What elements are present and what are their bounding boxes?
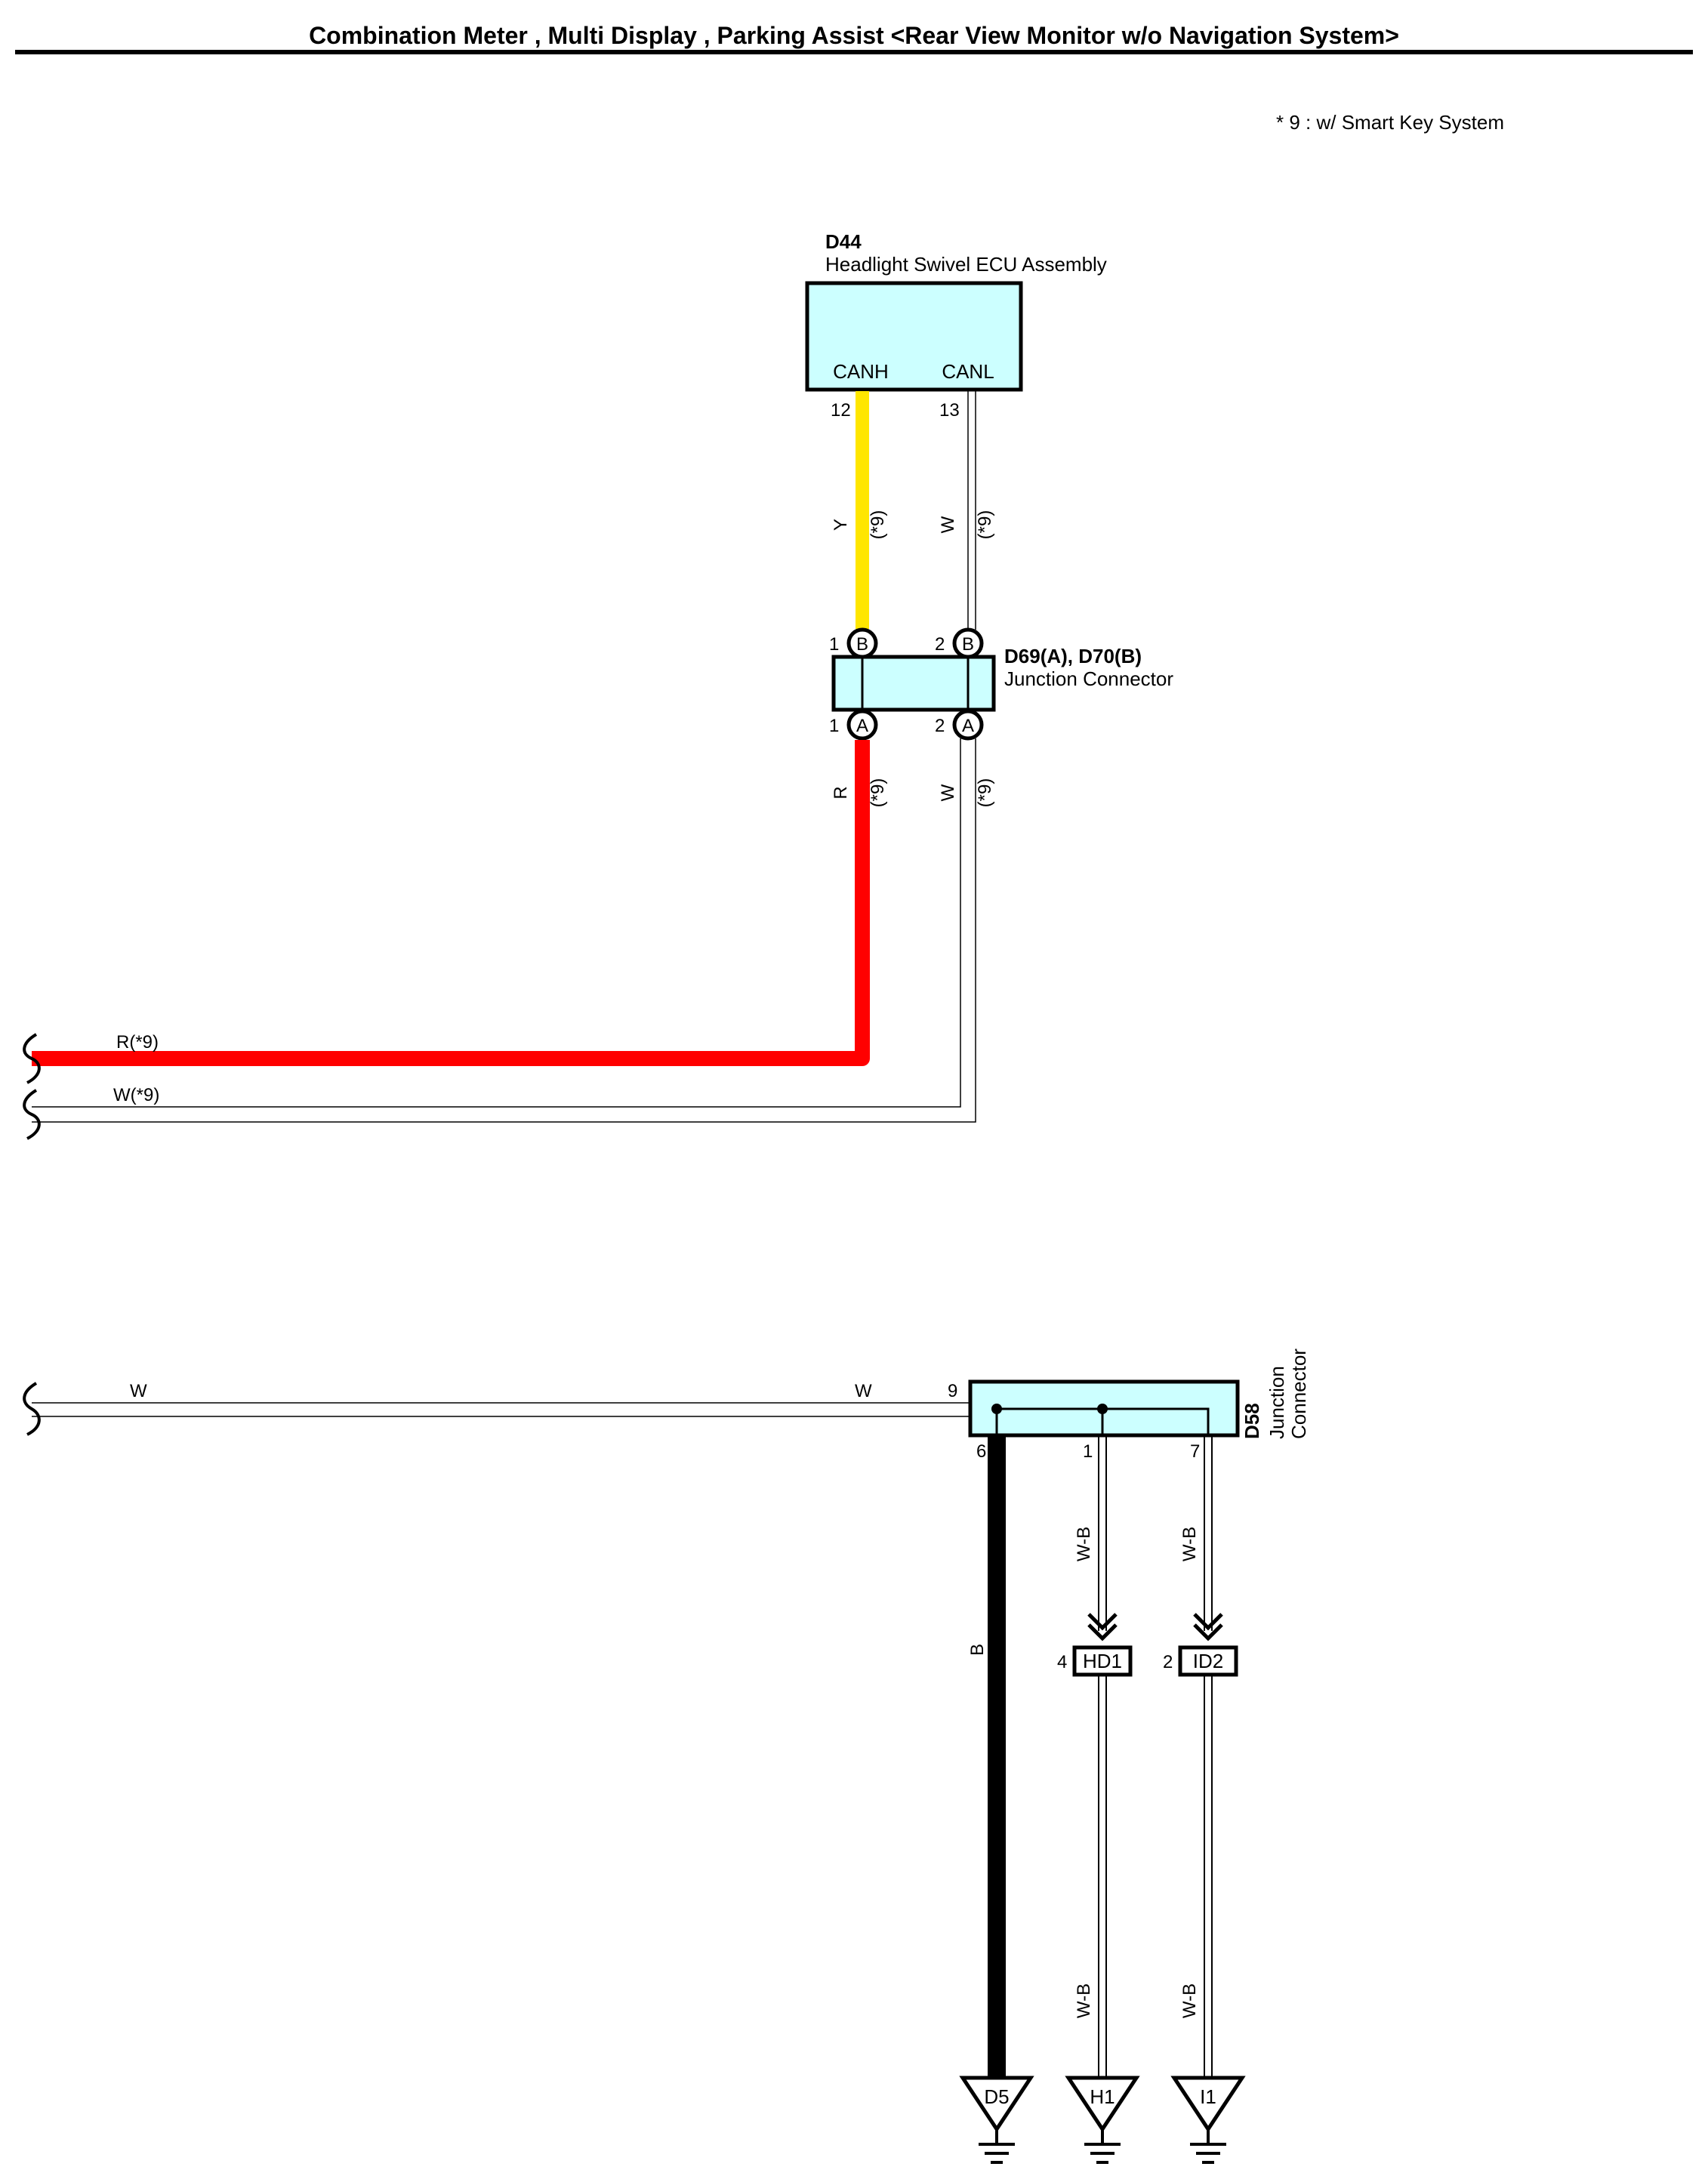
- wire-note-w-bottom: (*9): [975, 778, 995, 808]
- wire-label-wb-hd-bottom: W-B: [1074, 1983, 1094, 2018]
- page-title: Combination Meter , Multi Display , Park…: [309, 22, 1399, 49]
- d44-pin-num-13: 13: [939, 400, 960, 421]
- junction1-code: D69(A), D70(B): [1004, 645, 1142, 667]
- junction1-name: Junction Connector: [1004, 667, 1173, 690]
- ground-i1-triangle: [1170, 2076, 1246, 2133]
- wire-break-r: [23, 1033, 41, 1084]
- title-underline: [15, 50, 1693, 54]
- id2-pin-num: 2: [1163, 1652, 1173, 1672]
- note-smart-key: * 9 : w/ Smart Key System: [1276, 111, 1504, 134]
- d58-splice-2: [1097, 1404, 1108, 1414]
- wire-note-r: (*9): [868, 778, 888, 808]
- d58-pin-num-7: 7: [1190, 1441, 1200, 1462]
- ground-h1-triangle: [1065, 2076, 1140, 2133]
- junction1-letter-b1: B: [856, 634, 868, 655]
- wire-r: [32, 740, 870, 1066]
- junction1-box: [831, 655, 996, 712]
- junction1-pin-num-bottom-1: 1: [829, 716, 839, 736]
- wire-b: [988, 1435, 1006, 2079]
- d58-splice-1: [991, 1404, 1002, 1414]
- chevron-hd-1: [1087, 1613, 1118, 1631]
- d44-ecu-box: [805, 281, 1023, 392]
- id2-label: ID2: [1193, 1650, 1223, 1672]
- wire-label-w-horizontal: W(*9): [113, 1085, 159, 1105]
- hd1-pin-num: 4: [1057, 1652, 1067, 1672]
- junction1-letter-a1: A: [856, 716, 868, 736]
- d44-pin-canl: CANL: [942, 360, 994, 383]
- wire-label-w-d58-left: W: [130, 1381, 147, 1401]
- d58-name-line1: Junction: [1266, 1366, 1288, 1439]
- wire-label-w-top: W: [938, 516, 958, 533]
- d44-code: D44: [825, 230, 862, 253]
- wire-w-lower: [32, 738, 961, 1108]
- hd1-label: HD1: [1083, 1650, 1122, 1672]
- wire-note-y: (*9): [868, 510, 888, 540]
- d58-pin-num-9: 9: [948, 1381, 957, 1401]
- ground-h1-label: H1: [1090, 2085, 1115, 2108]
- wire-y-canh: [856, 391, 869, 629]
- chevron-id-2: [1193, 1623, 1223, 1641]
- d58-name-line2: Connector: [1287, 1348, 1310, 1439]
- wire-break-w-d58: [23, 1382, 41, 1436]
- wire-label-y: Y: [831, 519, 851, 531]
- chevron-id-1: [1193, 1613, 1223, 1631]
- wire-w-lower-edge: [32, 738, 976, 1123]
- junction1-pin-num-top-1: 1: [829, 634, 839, 655]
- junction1-pin-a2: [952, 709, 984, 741]
- wire-break-w: [23, 1089, 41, 1140]
- d58-pin-num-1: 1: [1083, 1441, 1093, 1462]
- junction1-pin-a1: [846, 709, 878, 741]
- junction1-pin-num-top-2: 2: [935, 634, 945, 655]
- wire-label-r: R: [831, 786, 851, 799]
- d58-code: D58: [1241, 1403, 1263, 1439]
- wire-label-wb-hd-top: W-B: [1074, 1527, 1094, 1561]
- d44-pin-num-12: 12: [831, 400, 851, 421]
- d44-pin-canh: CANH: [833, 360, 889, 383]
- ground-d5-triangle: [959, 2076, 1034, 2133]
- chevron-hd-2: [1087, 1623, 1118, 1641]
- junction1-pin-b1: [846, 627, 878, 659]
- d44-name: Headlight Swivel ECU Assembly: [825, 253, 1107, 276]
- junction1-pin-b2: [952, 627, 984, 659]
- ground-d5-label: D5: [984, 2085, 1009, 2108]
- wire-label-b: B: [967, 1644, 988, 1656]
- wire-label-wb-id-bottom: W-B: [1179, 1983, 1200, 2018]
- wire-label-w-d58-right: W: [855, 1381, 872, 1401]
- id2-box: [1178, 1645, 1238, 1677]
- hd1-box: [1072, 1645, 1133, 1677]
- junction1-pin-num-bottom-2: 2: [935, 716, 945, 736]
- wire-label-r-horizontal: R(*9): [116, 1032, 159, 1053]
- junction1-letter-a2: A: [962, 716, 974, 736]
- d58-pin-num-6: 6: [976, 1441, 986, 1462]
- wire-label-wb-id-top: W-B: [1179, 1527, 1200, 1561]
- wire-note-w-top: (*9): [975, 510, 995, 540]
- ground-i1-label: I1: [1200, 2085, 1216, 2108]
- junction1-letter-b2: B: [962, 634, 974, 655]
- wire-label-w-bottom: W: [938, 784, 958, 801]
